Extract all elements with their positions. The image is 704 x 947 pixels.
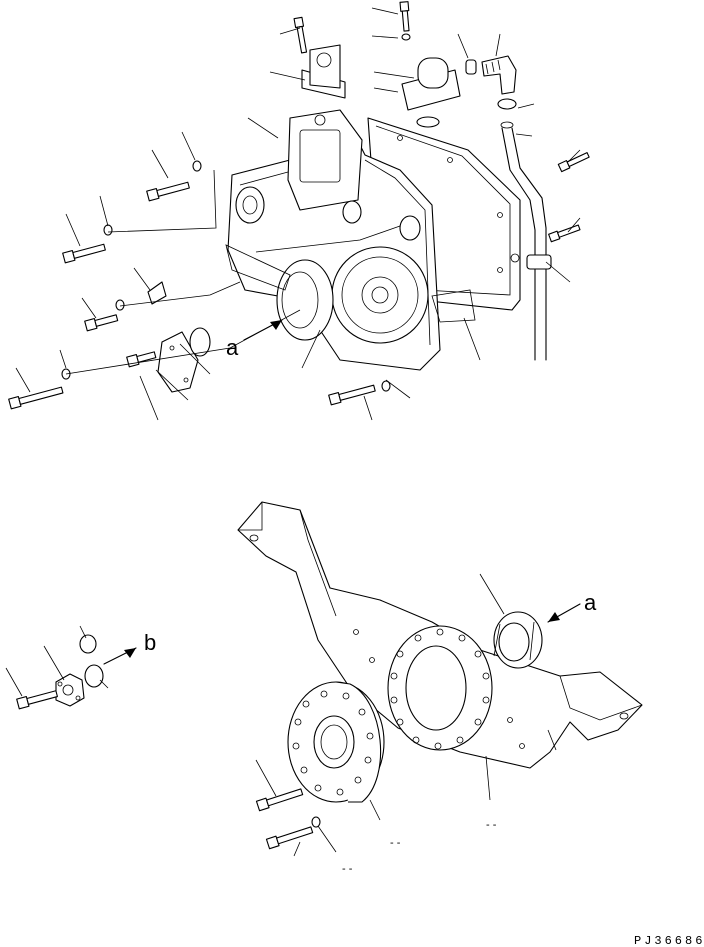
mark-1: - - xyxy=(486,819,497,831)
breather-tube xyxy=(501,127,536,361)
sensor-housing xyxy=(55,673,85,707)
hose-clamp xyxy=(465,59,477,75)
lock-plate xyxy=(147,281,167,305)
o-ring-lower xyxy=(84,664,104,688)
timing-case-assembly: a xyxy=(8,1,590,421)
callout-label-b: b xyxy=(144,630,156,655)
bolts-lower xyxy=(255,788,321,850)
drawing-reference: PJ36686 xyxy=(634,934,704,947)
mark-3: - - xyxy=(342,863,353,875)
flange-bolt-holes xyxy=(292,690,374,796)
callout-a-upper: a xyxy=(226,319,283,360)
callout-label-a-upper: a xyxy=(226,335,239,360)
o-ring-upper xyxy=(189,327,211,357)
bore-right xyxy=(399,215,421,241)
tube-clip xyxy=(526,254,552,270)
bore-left xyxy=(235,186,265,224)
breather-gasket xyxy=(416,116,440,128)
bracket-bolt-holes xyxy=(353,628,525,750)
callout-a-lower: a xyxy=(547,590,597,623)
callout-label-a-lower: a xyxy=(584,590,597,615)
leader-lines-upper xyxy=(15,7,581,421)
gear-housing-large xyxy=(331,246,429,344)
hose-clamp-ring xyxy=(497,98,517,110)
engine-mount-assembly: a - - - - - - xyxy=(237,501,643,875)
hose-elbow xyxy=(481,55,517,95)
sensor-cap xyxy=(79,634,97,654)
bolts-upper xyxy=(8,1,590,410)
mark-2: - - xyxy=(390,837,401,849)
front-seal-ring xyxy=(276,259,334,341)
small-gasket xyxy=(431,289,476,323)
leader-lines-lower xyxy=(255,573,505,857)
upper-housing xyxy=(287,109,363,211)
bore-mid xyxy=(342,200,362,224)
sensor-assembly: b xyxy=(5,625,156,710)
front-gasket xyxy=(225,244,291,291)
